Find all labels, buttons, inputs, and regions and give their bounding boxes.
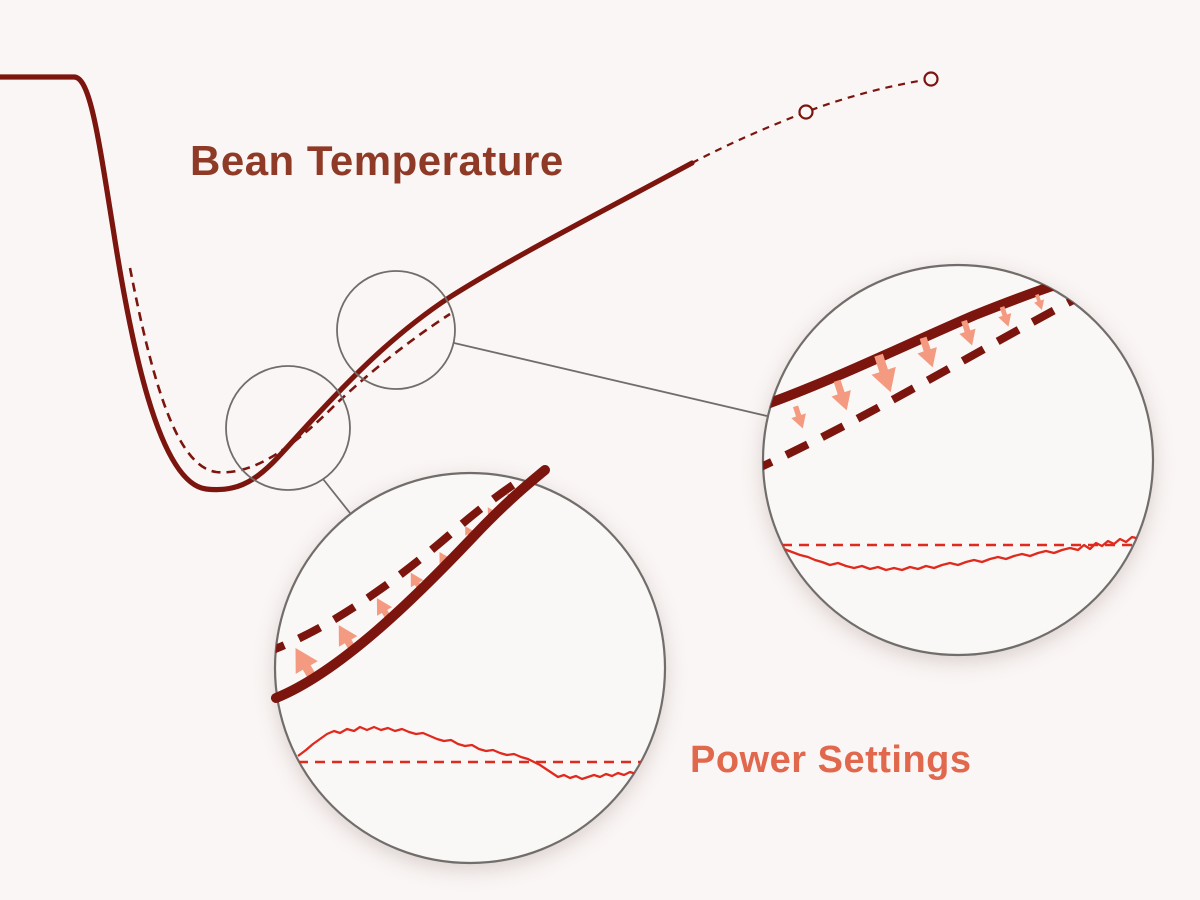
target-curve-dashed-left: [275, 473, 545, 658]
zoom-inset-right: [761, 263, 1155, 657]
zoom-inset-left: [271, 465, 667, 865]
down-arrow-icon: [1091, 272, 1100, 284]
magnifier-circle-left: [225, 365, 351, 491]
down-arrow-icon: [1071, 279, 1083, 294]
connector-line-left: [322, 478, 351, 514]
power-actual-line-left: [297, 725, 649, 781]
power-settings-label: Power Settings: [690, 739, 972, 781]
projection-point-marker: [923, 71, 939, 87]
inset-circle-left: [273, 471, 667, 865]
bean-temp-target-dashed: [128, 267, 451, 474]
connector-line-right: [453, 342, 768, 417]
bean-temp-curve: [0, 74, 695, 493]
bean-temp-projection-dashed: [691, 77, 932, 164]
bean-curve-zoom-left: [271, 465, 550, 703]
magnifier-circle-right: [336, 270, 456, 390]
projection-point-marker: [798, 104, 814, 120]
power-actual-line-right: [783, 535, 1141, 572]
bean-temperature-label: Bean Temperature: [190, 137, 564, 184]
